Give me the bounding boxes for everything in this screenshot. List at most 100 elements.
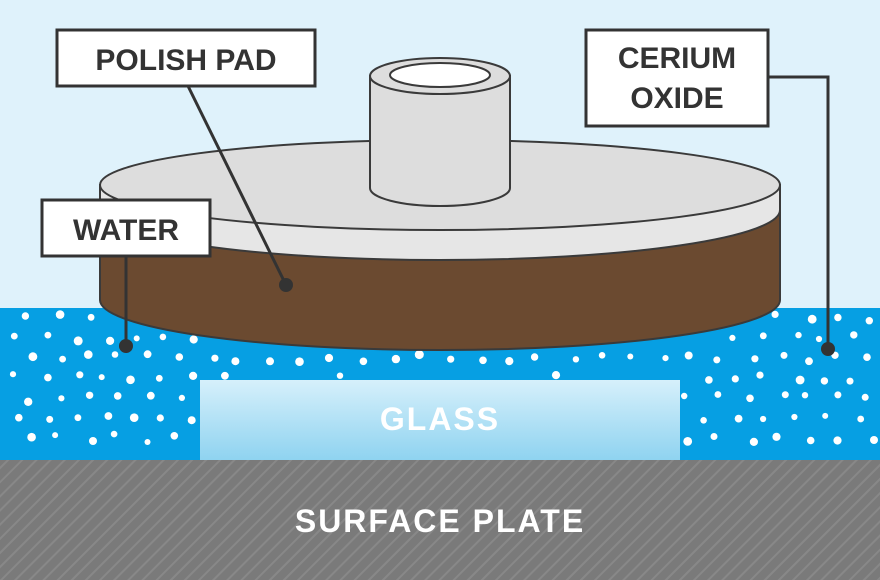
particle: [84, 350, 93, 359]
particle: [751, 355, 759, 363]
particle: [129, 413, 139, 423]
particle: [73, 336, 83, 346]
particle: [662, 355, 669, 362]
surface-plate: [0, 460, 880, 580]
particle: [221, 371, 229, 380]
particle: [822, 412, 829, 419]
particle: [391, 354, 401, 364]
particle: [295, 357, 304, 367]
surface-plate-label: SURFACE PLATE: [295, 503, 585, 539]
water-label: WATER: [73, 214, 179, 247]
particle: [27, 432, 36, 442]
particle: [187, 416, 196, 425]
glass-label: GLASS: [380, 401, 500, 437]
particle: [76, 371, 84, 379]
particle: [266, 357, 274, 366]
water-dot: [119, 339, 133, 353]
particle: [846, 377, 854, 385]
cerium-oxide-label-box: [584, 28, 770, 128]
particle: [857, 415, 865, 423]
leader-lines: [124, 75, 830, 349]
particle: [820, 377, 829, 385]
particle: [414, 350, 424, 360]
particle: [729, 334, 736, 341]
particle: [113, 392, 122, 400]
particle: [146, 391, 155, 400]
cerium-oxide-leader: [768, 75, 830, 349]
particle: [211, 354, 219, 362]
cerium-oxide-callout: CERIUM OXIDE: [584, 28, 770, 128]
particle: [683, 437, 693, 446]
particle: [89, 437, 97, 445]
particle: [795, 375, 805, 385]
particle: [749, 437, 759, 446]
particle: [870, 436, 878, 444]
particle: [772, 432, 781, 441]
particle: [759, 332, 767, 340]
particle: [55, 310, 65, 319]
particle: [98, 374, 105, 381]
particle: [771, 310, 779, 318]
particle: [710, 433, 718, 440]
particle: [111, 351, 119, 358]
particle: [104, 412, 113, 420]
particle: [28, 352, 38, 362]
particle: [684, 351, 693, 360]
particle: [807, 314, 817, 324]
particle: [155, 374, 163, 382]
particle: [175, 353, 184, 361]
particle: [58, 395, 65, 402]
particle: [801, 392, 809, 399]
particle: [756, 371, 764, 379]
particle: [598, 352, 606, 359]
particle: [52, 432, 59, 439]
water-callout: WATER: [40, 198, 212, 258]
particle: [681, 392, 688, 400]
cerium-oxide-label-line2: OXIDE: [630, 82, 723, 115]
particle: [713, 356, 721, 364]
particle: [44, 331, 52, 339]
particle: [572, 356, 580, 363]
particle: [159, 333, 167, 341]
particle: [324, 353, 334, 363]
particle: [21, 312, 30, 320]
particle: [865, 317, 873, 325]
particle: [781, 391, 789, 399]
cerium-oxide-label-line1: CERIUM: [618, 42, 736, 75]
particle: [46, 415, 54, 423]
particle: [731, 375, 739, 383]
particle: [791, 413, 798, 421]
particle: [359, 357, 368, 366]
polish-pad-leader: [186, 85, 288, 286]
particle: [9, 371, 17, 378]
polish-pad: [99, 57, 781, 351]
particle: [144, 439, 151, 445]
polish-pad-label-box: [55, 28, 317, 88]
particle: [14, 413, 23, 422]
particle: [861, 393, 869, 401]
particle: [833, 436, 842, 445]
pad-handle: [369, 75, 511, 207]
particle: [59, 355, 66, 363]
water-label-box: [40, 198, 212, 258]
particle: [806, 436, 815, 445]
particle: [780, 351, 788, 359]
particle: [106, 336, 115, 345]
particle: [746, 394, 754, 403]
particle: [87, 313, 95, 321]
particle: [627, 353, 634, 360]
particle: [170, 432, 179, 440]
particle: [505, 357, 514, 366]
particle: [795, 331, 802, 339]
particle: [336, 372, 344, 379]
polish-pad-callout: POLISH PAD: [55, 28, 317, 88]
particle: [834, 391, 842, 399]
particle: [85, 391, 94, 399]
particle: [178, 394, 185, 401]
cerium-oxide-particles: [9, 310, 878, 446]
particle: [700, 417, 707, 424]
particle: [530, 353, 539, 361]
particle: [126, 375, 135, 385]
